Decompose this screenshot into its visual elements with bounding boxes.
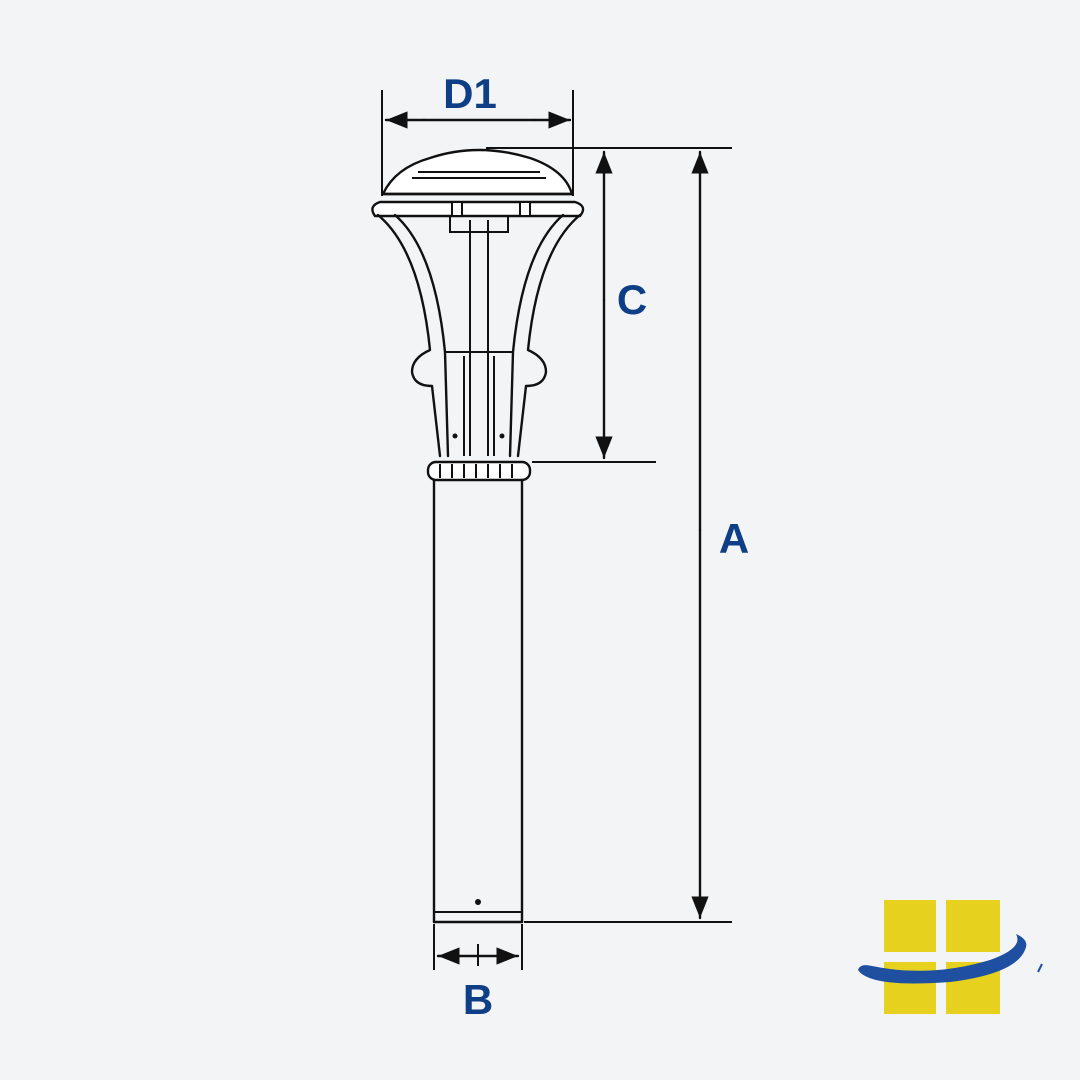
dimension-a: A (524, 150, 749, 923)
pole (432, 478, 524, 924)
dimension-d1: D1 (381, 70, 574, 196)
collar-ribs (439, 464, 513, 478)
label-c: C (617, 276, 647, 323)
label-d1: D1 (443, 70, 497, 117)
dimension-b: B (433, 924, 523, 1023)
label-a: A (719, 515, 749, 562)
window-swoosh-logo-icon (858, 900, 1043, 1014)
dimension-c: C (486, 147, 732, 463)
lamp-head (371, 148, 585, 482)
label-b: B (463, 976, 493, 1023)
